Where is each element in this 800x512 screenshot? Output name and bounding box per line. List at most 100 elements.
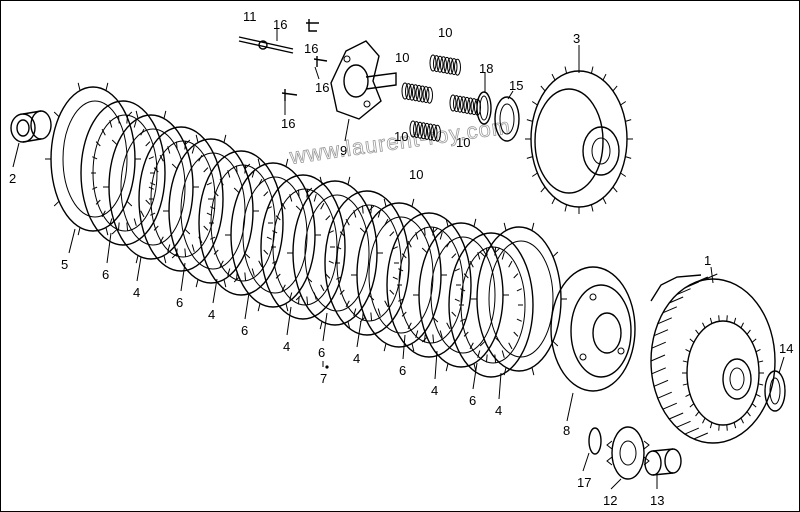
friction-disc (351, 198, 447, 352)
callout-6: 6 (241, 323, 248, 338)
gear-tooth (758, 383, 764, 386)
leader-lines (12, 29, 785, 490)
leader-line (434, 350, 438, 380)
bolts-part-16 (238, 19, 328, 101)
friction-disc (45, 82, 141, 236)
callout-5: 5 (61, 257, 68, 272)
gear-part-12 (606, 426, 650, 480)
leader-line (582, 452, 590, 472)
hub-tooth (620, 101, 627, 106)
callout-6: 6 (176, 295, 183, 310)
leader-line (212, 278, 218, 304)
gear-tooth (718, 315, 720, 322)
basket-slot (662, 402, 678, 410)
callout-7: 7 (320, 371, 327, 386)
leader-line (244, 292, 250, 320)
leader-line (356, 320, 362, 348)
basket-slot (703, 273, 718, 281)
callout-10: 10 (409, 167, 423, 182)
clutch-plate (324, 190, 410, 336)
gear-tooth (751, 338, 757, 343)
hub-tooth (602, 197, 607, 205)
friction-disc (287, 176, 383, 330)
callout-4: 4 (208, 307, 215, 322)
gear-tooth (682, 383, 688, 386)
leader-line (344, 118, 350, 142)
basket-slot (684, 281, 700, 289)
clutch-center-part-3 (525, 64, 633, 214)
clutch-plate (198, 150, 284, 296)
callout-9: 9 (340, 143, 347, 158)
leader-line (498, 372, 502, 400)
callout-4: 4 (283, 339, 290, 354)
gear-tooth (733, 422, 737, 429)
basket-slot (651, 367, 666, 375)
hub-tooth (531, 101, 538, 106)
gear-tooth (746, 411, 751, 417)
gear-tooth (726, 315, 728, 322)
leader-line (180, 262, 186, 292)
hub-tooth (625, 156, 632, 159)
circlip-part-17 (588, 427, 602, 455)
leader-line (507, 90, 514, 100)
lifter-plate-part-9 (330, 40, 397, 120)
hub-tooth (526, 119, 533, 122)
hub-tooth (625, 119, 632, 122)
collar-part-13 (644, 448, 682, 476)
gear-tooth (709, 317, 713, 324)
gear-tooth (751, 403, 757, 408)
basket-slot (693, 432, 709, 440)
callout-16: 16 (304, 41, 318, 56)
callout-4: 4 (495, 403, 502, 418)
callout-4: 4 (353, 351, 360, 366)
gear-tooth (702, 322, 706, 329)
hub-tooth (590, 66, 594, 74)
leader-line (106, 232, 112, 264)
basket-slot (657, 317, 672, 325)
callout-10: 10 (395, 50, 409, 65)
gear-tooth (758, 360, 764, 363)
basket-slot (684, 427, 700, 435)
callout-2: 2 (9, 171, 16, 186)
spring (409, 120, 441, 142)
gear-tooth (695, 329, 700, 335)
callout-11: 11 (243, 9, 257, 24)
friction-disc (471, 222, 567, 376)
callout-3: 3 (573, 31, 580, 46)
callout-10: 10 (456, 135, 470, 150)
leader-line (402, 334, 406, 360)
hub-tooth (564, 66, 568, 74)
hub-tooth (551, 73, 556, 81)
callout-14: 14 (779, 341, 793, 356)
callout-13: 13 (650, 493, 664, 508)
basket-slot (651, 341, 666, 349)
callout-16: 16 (315, 80, 329, 95)
gear-tooth (726, 424, 728, 431)
leader-line (472, 362, 478, 390)
hub-tooth (531, 172, 538, 177)
circlip-part-18 (476, 91, 492, 125)
friction-disc (163, 134, 259, 288)
gear-tooth (689, 403, 695, 408)
clutch-plate (260, 174, 346, 320)
hub-tooth (602, 73, 607, 81)
callout-6: 6 (469, 393, 476, 408)
hub-tooth (564, 204, 568, 212)
gear-tooth (740, 322, 744, 329)
clutch-plate (138, 126, 224, 272)
clutch-plate (80, 100, 166, 246)
callout-4: 4 (431, 383, 438, 398)
hub-tooth (590, 204, 594, 212)
leader-line (566, 392, 574, 422)
washer-part-14 (764, 370, 786, 412)
hub-tooth (540, 186, 546, 193)
hub-tooth (551, 197, 556, 205)
callout-12: 12 (603, 493, 617, 508)
bushing-part-2 (10, 110, 52, 143)
friction-disc (225, 158, 321, 312)
gear-tooth (685, 393, 691, 398)
clutch-plate-stack (45, 82, 567, 378)
callout-10: 10 (438, 25, 452, 40)
leader-line (710, 266, 714, 284)
callout-8: 8 (563, 423, 570, 438)
